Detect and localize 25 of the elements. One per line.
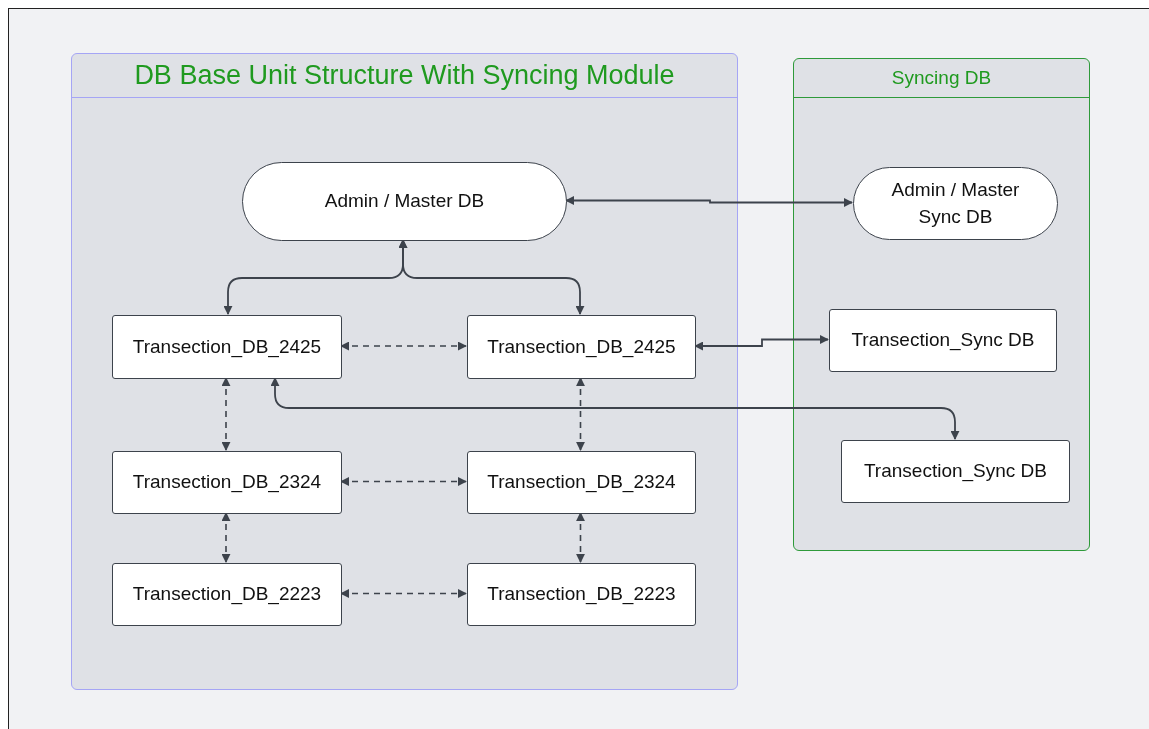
arrow [340, 477, 467, 486]
database-box: Transection_DB_2223 [112, 563, 342, 626]
database-box: Transection_DB_2324 [467, 451, 696, 514]
arrow [398, 239, 585, 315]
group-panel [793, 58, 1090, 551]
arrow [221, 377, 231, 451]
panel-title: DB Base Unit Structure With Syncing Module [72, 54, 737, 98]
database-box: Transection_DB_2425 [112, 315, 342, 379]
database-box: Transection_Sync DB [829, 309, 1057, 372]
arrow [565, 196, 853, 207]
arrow [576, 512, 585, 563]
database-box: Transection_DB_2324 [112, 451, 342, 514]
arrow [340, 589, 467, 598]
database-terminal: Admin / Master DB [242, 162, 567, 241]
database-terminal: Admin / Master Sync DB [853, 167, 1058, 240]
arrow [270, 377, 960, 440]
panel-title: Syncing DB [794, 59, 1089, 98]
arrow [221, 512, 231, 563]
database-box: Transection_Sync DB [841, 440, 1070, 503]
arrow [694, 335, 829, 351]
arrow [576, 377, 585, 451]
database-box: Transection_DB_2223 [467, 563, 696, 626]
group-panel [71, 53, 738, 690]
arrow [340, 341, 467, 351]
database-box: Transection_DB_2425 [467, 315, 696, 379]
